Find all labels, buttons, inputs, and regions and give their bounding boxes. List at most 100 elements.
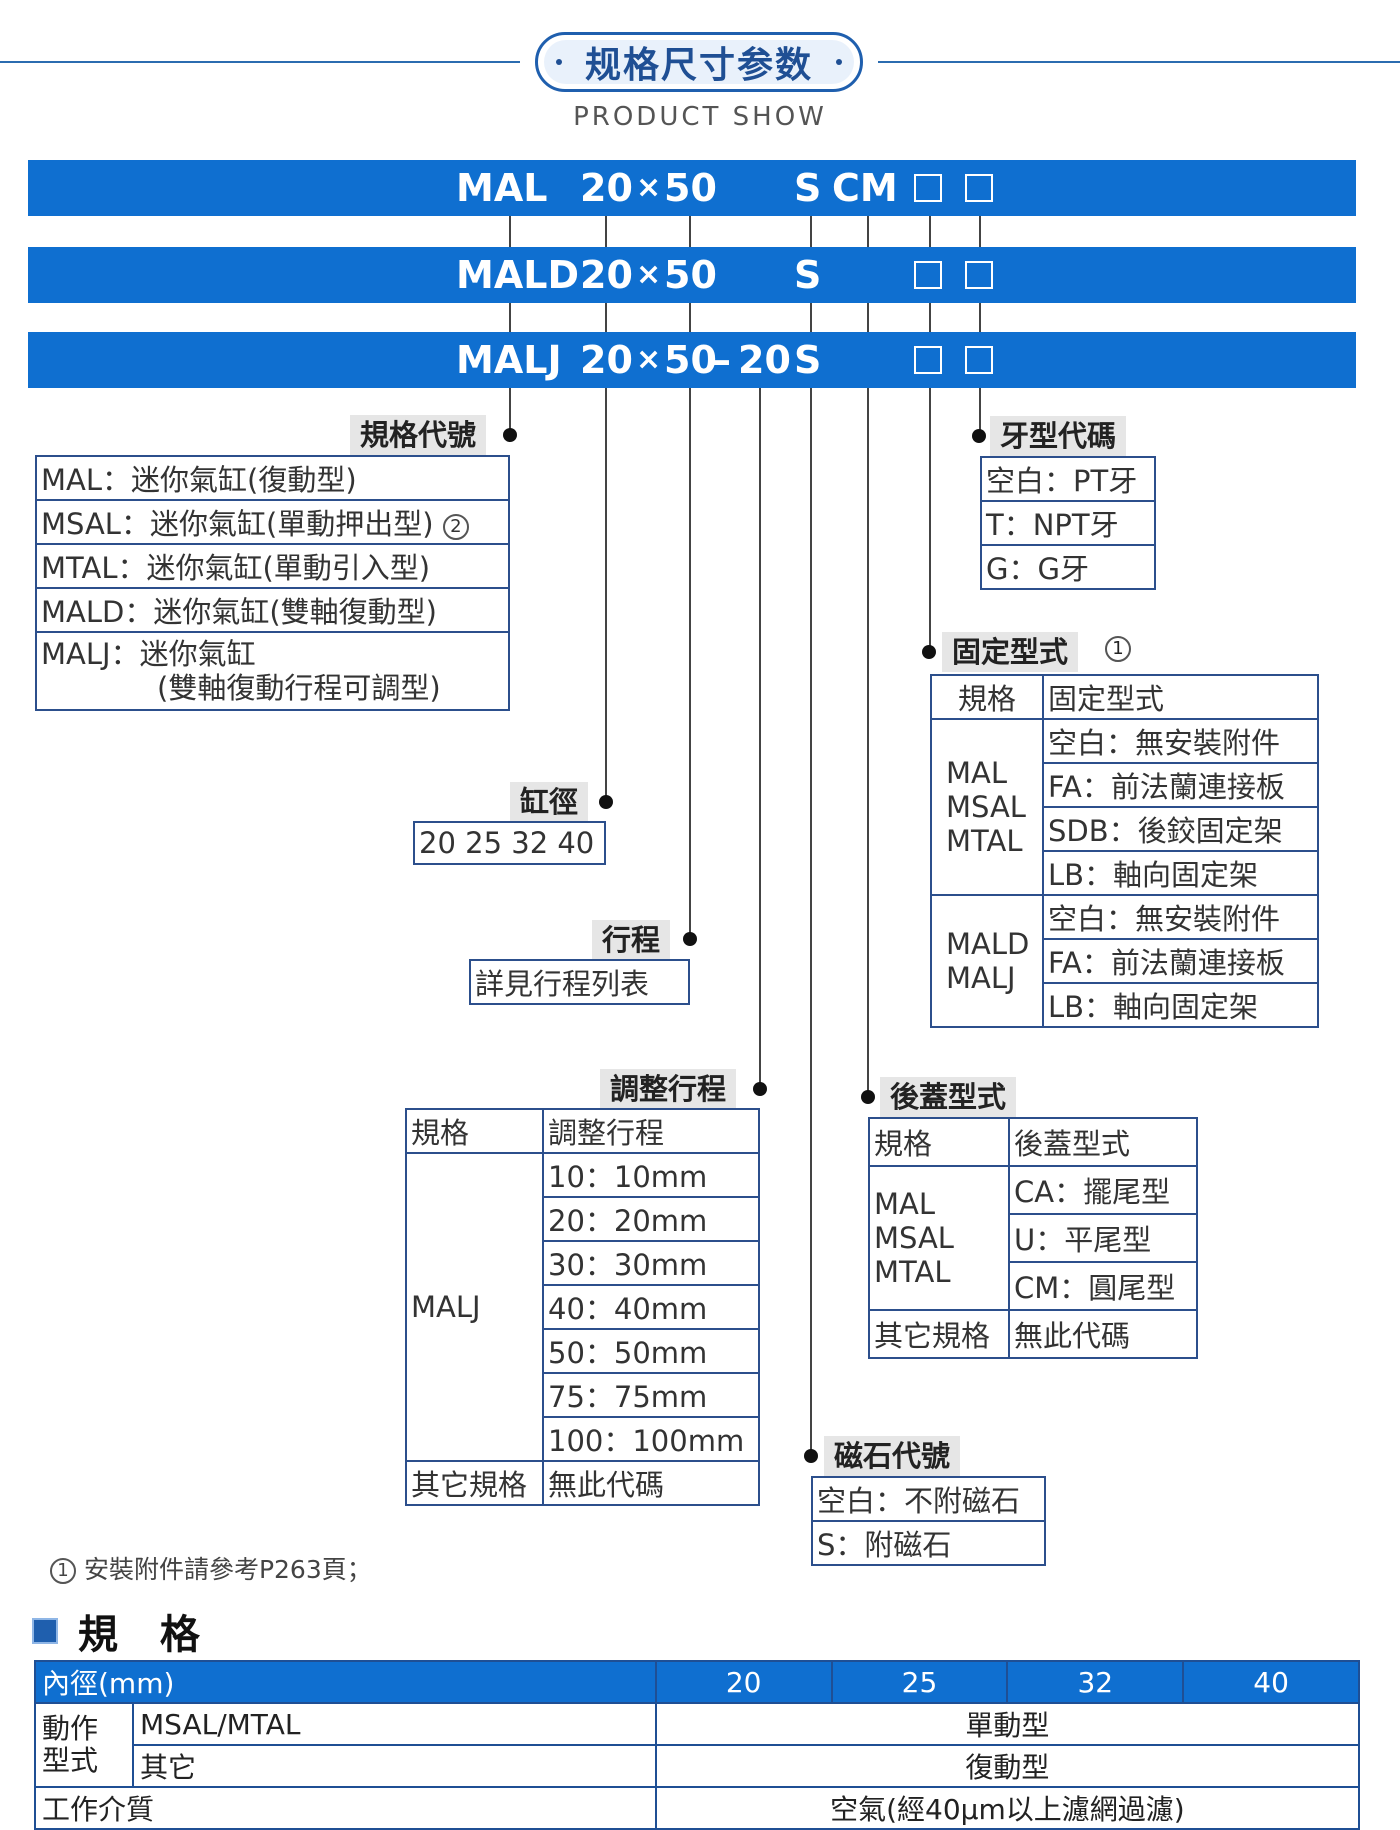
adjust-head-value: 調整行程 xyxy=(542,1108,760,1154)
bore-table: 20 25 32 40 xyxy=(413,821,606,865)
footnote-text: 安裝附件請參考P263頁； xyxy=(83,1555,372,1584)
magnet-row: 空白：不附磁石 xyxy=(811,1476,1046,1522)
spec-head-col: 25 xyxy=(830,1660,1009,1704)
mounting-dot xyxy=(922,645,936,659)
code-size: 20 xyxy=(580,166,633,210)
rear-cover-table: 規格 後蓋型式 MAL MSAL MTAL CA：擺尾型 U：平尾型 CM：圓尾… xyxy=(868,1117,1198,1359)
code-size: 20 xyxy=(580,253,633,297)
adjust-stroke-dot xyxy=(753,1082,767,1096)
mounting-option: LB：軸向固定架 xyxy=(1042,850,1319,896)
series-row-text: (雙軸復動行程可調型) xyxy=(157,671,441,705)
stroke-label: 行程 xyxy=(592,920,671,960)
code-model: MALD xyxy=(456,253,579,297)
code-placeholder-box xyxy=(914,261,942,289)
rear-option: CM：圓尾型 xyxy=(1008,1261,1198,1311)
series-row: MALJ：迷你氣缸(雙軸復動行程可調型) xyxy=(35,631,510,711)
mounting-group2-models: MALD MALJ xyxy=(930,894,1044,1028)
adjust-option: 10：10mm xyxy=(542,1152,760,1198)
rear-other-value: 無此代碼 xyxy=(1008,1309,1198,1359)
adjust-head-spec: 規格 xyxy=(405,1108,544,1154)
note-mark-1: 1 xyxy=(1105,636,1131,662)
spec-action-label-2: 型式 xyxy=(42,1744,99,1777)
magnet-label: 磁石代號 xyxy=(824,1436,961,1476)
model-name: MTAL xyxy=(874,1255,951,1289)
specs-title: 規 格 xyxy=(78,1612,214,1658)
mounting-option: 空白：無安裝附件 xyxy=(1042,894,1319,940)
spec-row2-value: 復動型 xyxy=(654,1744,1361,1788)
thread-code-label: 牙型代碼 xyxy=(990,416,1127,456)
code-placeholder-box xyxy=(965,174,993,202)
spec-head-bore: 內徑(mm) xyxy=(34,1660,657,1704)
thread-row: G：G牙 xyxy=(980,544,1156,590)
adjust-option: 20：20mm xyxy=(542,1196,760,1242)
code-cm: CM xyxy=(832,166,898,210)
header-line-left xyxy=(0,61,520,63)
code-times: × xyxy=(636,170,662,205)
thread-row: 空白：PT牙 xyxy=(980,456,1156,502)
code-band-3: MALJ 20 × 50 – 20 S xyxy=(28,332,1356,388)
magnet-table: 空白：不附磁石 S：附磁石 xyxy=(811,1476,1046,1566)
adjust-option: 75：75mm xyxy=(542,1372,760,1418)
code-model: MAL xyxy=(456,166,548,210)
section-title-badge: 规格尺寸参数 xyxy=(535,32,863,92)
series-code-dot xyxy=(503,428,517,442)
series-row: MALD：迷你氣缸(雙軸復動型) xyxy=(35,587,510,633)
code-times: × xyxy=(636,257,662,292)
model-name: MALD xyxy=(946,927,1030,961)
code-model: MALJ xyxy=(456,338,562,382)
model-name: MTAL xyxy=(946,824,1023,858)
code-placeholder-box xyxy=(914,346,942,374)
mounting-head-type: 固定型式 xyxy=(1042,674,1319,720)
series-code-table: MAL：迷你氣缸(復動型) MSAL：迷你氣缸(單動押出型) 2 MTAL：迷你… xyxy=(35,455,510,711)
bore-values: 20 25 32 40 xyxy=(413,821,606,865)
title-dot-right xyxy=(836,59,842,65)
spec-action-label-1: 動作 xyxy=(42,1712,99,1745)
line-bore xyxy=(605,188,607,804)
magnet-row: S：附磁石 xyxy=(811,1520,1046,1566)
spec-row1-value: 單動型 xyxy=(654,1702,1361,1746)
magnet-dot xyxy=(804,1449,818,1463)
footnote: 1 安裝附件請參考P263頁； xyxy=(50,1550,372,1586)
stroke-value: 詳見行程列表 xyxy=(469,959,690,1005)
mounting-option: FA：前法蘭連接板 xyxy=(1042,762,1319,808)
code-s: S xyxy=(794,166,822,210)
spec-row1-sub: MSAL/MTAL xyxy=(132,1702,657,1746)
mounting-table: 規格 固定型式 MAL MSAL MTAL 空白：無安裝附件 FA：前法蘭連接板… xyxy=(930,674,1319,1028)
code-placeholder-box xyxy=(914,174,942,202)
page-title: 规格尺寸参数 xyxy=(544,40,854,86)
rear-head-spec: 規格 xyxy=(868,1117,1010,1167)
bore-dot xyxy=(599,795,613,809)
adjust-other-value: 無此代碼 xyxy=(542,1460,760,1506)
page-subtitle: PRODUCT SHOW xyxy=(573,102,827,132)
specs-section-title: 規 格 xyxy=(32,1606,214,1658)
rear-cover-label: 後蓋型式 xyxy=(880,1077,1017,1117)
line-mount xyxy=(929,188,931,652)
line-series xyxy=(509,188,511,432)
spec-head-col: 32 xyxy=(1006,1660,1185,1704)
code-stroke: 50 xyxy=(664,253,717,297)
title-dot-left xyxy=(556,59,562,65)
rear-models: MAL MSAL MTAL xyxy=(868,1165,1010,1311)
adjust-option: 100：100mm xyxy=(542,1416,760,1462)
line-stroke xyxy=(689,188,691,938)
code-s: S xyxy=(794,338,822,382)
stroke-table: 詳見行程列表 xyxy=(469,959,690,1005)
line-thread xyxy=(979,188,981,436)
series-code-label: 規格代號 xyxy=(350,415,487,455)
spec-row3-value: 空氣(經40μm以上濾網過濾) xyxy=(654,1786,1361,1830)
code-adjust: 20 xyxy=(738,338,791,382)
thread-code-dot xyxy=(972,429,986,443)
adjust-stroke-label: 調整行程 xyxy=(600,1069,737,1109)
code-dash: – xyxy=(712,338,731,382)
code-times: × xyxy=(636,342,662,377)
thread-row: T：NPT牙 xyxy=(980,500,1156,546)
code-placeholder-box xyxy=(965,346,993,374)
series-row-text: MALJ：迷你氣缸 xyxy=(41,637,256,671)
model-name: MAL xyxy=(946,756,1008,790)
model-name: MALJ xyxy=(946,961,1016,995)
series-row: MAL：迷你氣缸(復動型) xyxy=(35,455,510,501)
mounting-option: LB：軸向固定架 xyxy=(1042,982,1319,1028)
code-stroke: 50 xyxy=(664,166,717,210)
adjust-model: MALJ xyxy=(405,1152,544,1462)
model-name: MSAL xyxy=(946,790,1026,824)
